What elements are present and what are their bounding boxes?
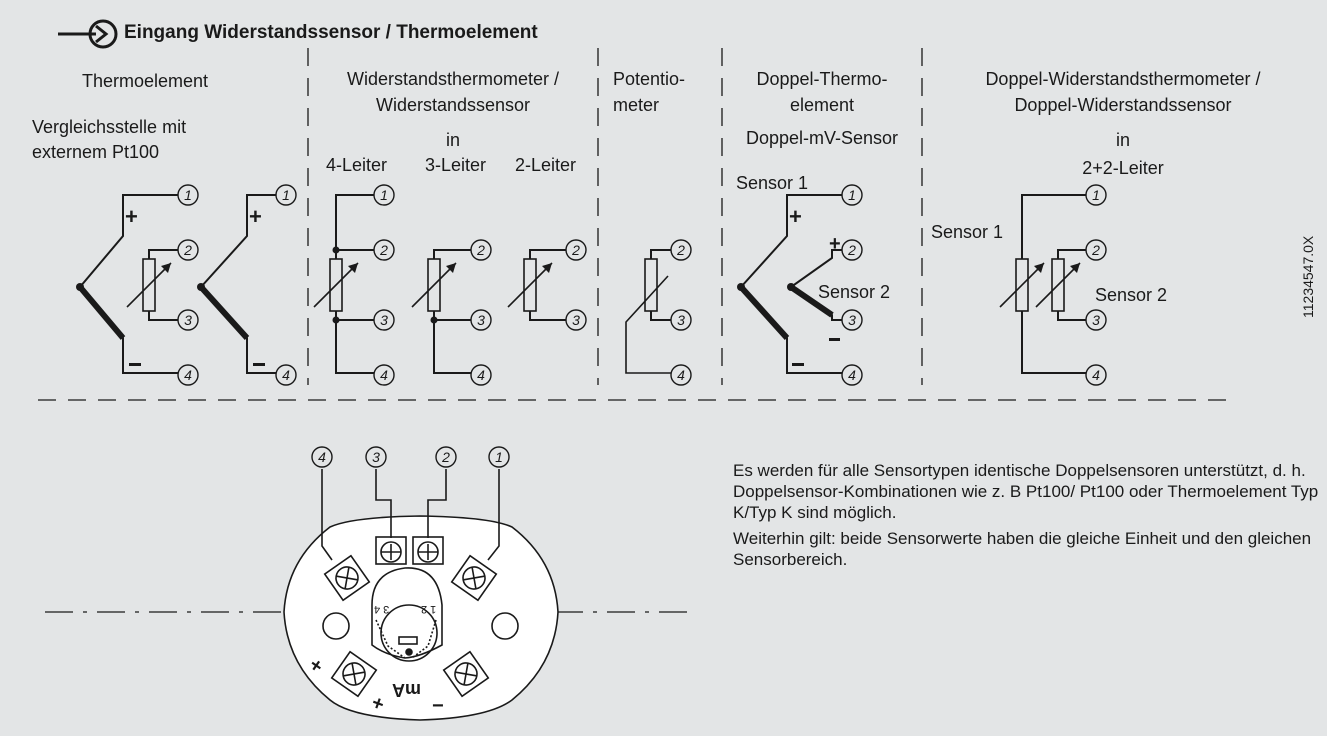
thermo-heading: Thermoelement [82,71,209,91]
dual-tc-heading1: Doppel-Thermo- [756,69,888,89]
dual-rtd-sensor1: Sensor 1 [931,222,1004,242]
device-minus-mark: − [432,695,444,717]
terminal-number: 2 [184,242,192,258]
device-ma-label: mA [392,680,422,700]
note-2: Weiterhin gilt: beide Sensorwerte haben … [733,529,1312,569]
terminal-number: 4 [184,367,192,383]
svg-text:+: + [789,204,802,229]
dual-tc-heading3: Doppel-mV-Sensor [745,128,899,148]
thermocouple [198,194,276,374]
note-1: Es werden für alle Sensortypen identisch… [733,461,1319,522]
minus-sign [129,363,141,366]
terminal-number: 1 [848,187,856,203]
device-inner-right: 1 2 [421,603,437,615]
dual-tc-heading2: element [789,95,855,115]
dual-rtd-heading3: in [1115,130,1130,150]
rtd-4-wire-label: 4-Leiter [326,155,388,175]
terminal-number: 2 [848,242,856,258]
dual-rtd-heading4: 2+2-Leiter [1082,158,1164,178]
poti-heading1: Potentio- [613,69,686,89]
terminal-number: 2 [477,242,485,258]
terminal-number: 4 [380,367,388,383]
terminal-number: 2 [380,242,388,258]
terminal-number: 3 [848,312,856,328]
terminal-number: 1 [184,187,192,203]
terminal-number: 4 [477,367,485,383]
input-arrow-icon [58,19,118,49]
terminal-number: 3 [572,312,580,328]
terminal-number: 3 [1092,312,1100,328]
svg-text:+: + [829,233,841,255]
terminal-number: 3 [184,312,192,328]
terminal-number: 3 [380,312,388,328]
terminal-number: 1 [282,187,290,203]
dual-rtd-heading2: Doppel-Widerstandssensor [1014,95,1232,115]
document-number: 11234547.0X [1300,235,1316,318]
device-inner-left: 3 4 [374,603,390,615]
column-separators [38,48,1230,401]
rtd-3-wire-label: 3-Leiter [425,155,487,175]
svg-text:+: + [249,204,262,229]
plus-sign: + [125,204,138,229]
terminal-number: 2 [572,242,580,258]
dual-rtd-sensor2: Sensor 2 [1095,285,1168,305]
dual-tc-sensor2: Sensor 2 [818,282,891,302]
poti-heading2: meter [613,95,660,115]
potentiometer [625,249,671,374]
terminal-number: 1 [380,187,388,203]
terminal-number: 4 [318,449,326,465]
rtd-2-wire-label: 2-Leiter [515,155,577,175]
dual-rtd-heading1: Doppel-Widerstandsthermometer / [985,69,1261,89]
terminal-number: 2 [442,449,450,465]
dual-tc-sensor1: Sensor 1 [736,173,809,193]
rtd-heading2: Widerstandssensor [375,95,531,115]
thermo-sub2: externem Pt100 [32,142,160,162]
terminal-number: 2 [677,242,685,258]
terminal-number: 4 [677,367,685,383]
terminal-number: 2 [1092,242,1100,258]
thermo-sub1: Vergleichsstelle mit [32,117,187,137]
terminal-number: 4 [848,367,856,383]
terminal-number: 3 [477,312,485,328]
terminal-number: 1 [1092,187,1100,203]
terminal-number: 3 [372,449,380,465]
page-title: Eingang Widerstandssensor / Thermoelemen… [124,22,538,43]
rtd-heading3: in [445,130,460,150]
terminal-number: 3 [677,312,685,328]
rtd-heading1: Widerstandsthermometer / [346,69,560,89]
head-transmitter [283,469,559,721]
terminal-number: 1 [495,449,503,465]
terminal-number: 4 [282,367,290,383]
terminal-number: 4 [1092,367,1100,383]
